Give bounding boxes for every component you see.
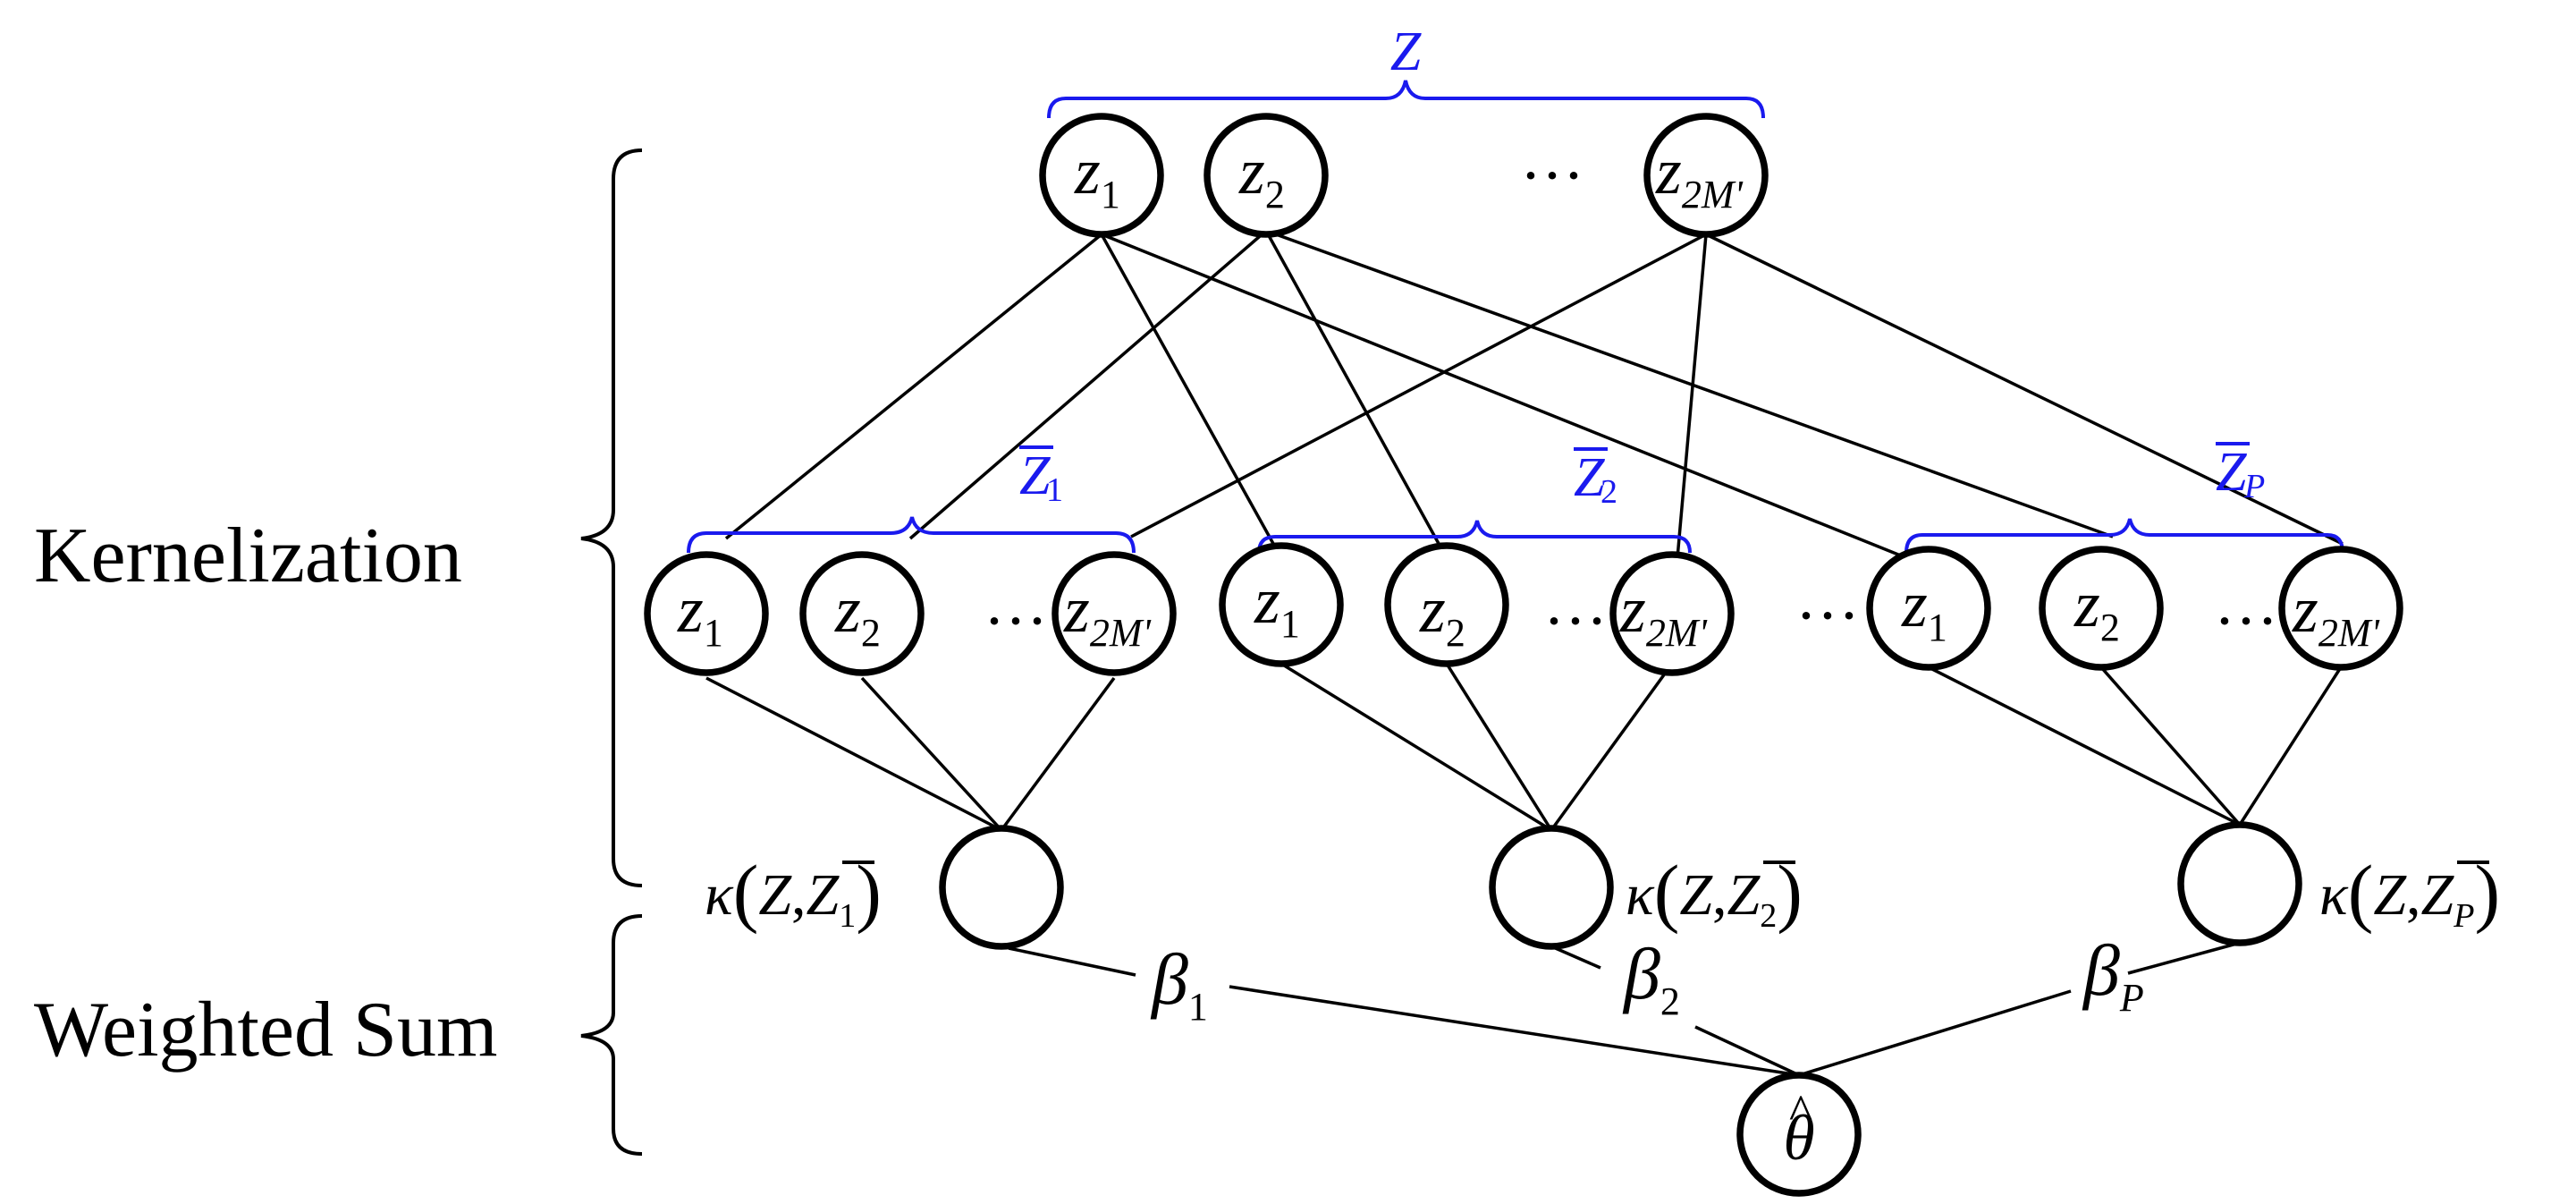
kernel-to-output-edges bbox=[1008, 941, 2241, 1077]
gp-node-1-label: z1 bbox=[1901, 568, 1947, 649]
output-theta-label: θ bbox=[1783, 1102, 1814, 1174]
gp-node-2m-label: z2M' bbox=[2292, 573, 2380, 655]
kernel-node-p bbox=[2177, 821, 2302, 946]
top-layer-nodes bbox=[1039, 113, 1769, 238]
top-node-2m-label: z2M' bbox=[1655, 135, 1744, 216]
brace-group-p bbox=[1905, 518, 2344, 554]
svg-text:P: P bbox=[2243, 468, 2265, 505]
g2-node-2 bbox=[1384, 542, 1509, 667]
svg-text:Z: Z bbox=[1574, 447, 1605, 508]
g1-node-2m bbox=[1052, 551, 1177, 676]
output-node bbox=[1736, 1072, 1862, 1197]
kernel-node-1 bbox=[939, 825, 1064, 950]
svg-text:2: 2 bbox=[1600, 473, 1617, 511]
brace-top-z bbox=[1047, 80, 1765, 119]
kernelization-label: Kernelization bbox=[34, 513, 462, 599]
middle-ellipses: ··· ··· ··· ··· bbox=[984, 580, 2278, 657]
top-node-1-label: z1 bbox=[1074, 135, 1120, 216]
kernel-p-label: κ(Z,ZP) bbox=[2319, 849, 2500, 935]
top-node-1 bbox=[1039, 113, 1164, 238]
brace-kernelization bbox=[580, 148, 643, 887]
kernel-2-label: κ(Z,Z2) bbox=[1626, 849, 1803, 935]
g1-ellipsis: ··· bbox=[984, 585, 1048, 657]
svg-text:κ(Z,Z1): κ(Z,Z1) bbox=[705, 849, 882, 935]
middle-layer-nodes bbox=[644, 542, 2403, 676]
svg-text:κ(Z,ZP): κ(Z,ZP) bbox=[2319, 849, 2500, 935]
gp-node-2 bbox=[2039, 546, 2164, 671]
brace-weighted-sum bbox=[580, 914, 643, 1156]
g2-ellipsis: ··· bbox=[1543, 585, 1608, 657]
gap-ellipsis: ··· bbox=[1795, 580, 1860, 651]
svg-text:1: 1 bbox=[1046, 471, 1063, 509]
middle-node-labels: z1 z2 z2M' z1 z2 z2M' z1 z2 z2M' bbox=[677, 564, 2380, 655]
g2-node-1 bbox=[1219, 542, 1344, 667]
group-p-brace-label: Z P bbox=[2216, 442, 2265, 505]
weight-labels: β1 β2 βP bbox=[1150, 929, 2144, 1029]
top-node-2-label: z2 bbox=[1238, 135, 1285, 216]
g1-node-2-label: z2 bbox=[834, 573, 881, 655]
top-brace-label: Z bbox=[1390, 21, 1422, 82]
g2-node-2m-label: z2M' bbox=[1619, 573, 1708, 655]
svg-text:Z: Z bbox=[2216, 442, 2247, 503]
beta-2-label: β2 bbox=[1622, 933, 1680, 1023]
left-braces bbox=[580, 148, 643, 1156]
gp-node-1 bbox=[1866, 546, 1991, 671]
group-2-brace-label: Z 2 bbox=[1574, 447, 1617, 511]
gp-node-2m bbox=[2278, 546, 2403, 671]
gp-ellipsis: ··· bbox=[2214, 585, 2278, 657]
g1-node-1-label: z1 bbox=[677, 573, 723, 655]
top-node-2m bbox=[1643, 113, 1769, 238]
beta-1-label: β1 bbox=[1150, 938, 1208, 1029]
weighted-sum-label: Weighted Sum bbox=[34, 987, 497, 1073]
kernel-labels: κ(Z,Z1) κ(Z,Z2) κ(Z,ZP) bbox=[705, 849, 2500, 935]
brace-group-2 bbox=[1257, 520, 1692, 554]
top-node-labels: z1 z2 z2M' bbox=[1074, 135, 1744, 216]
middle-to-kernel-edges bbox=[705, 662, 2343, 832]
g1-node-1 bbox=[644, 551, 769, 676]
g1-node-2 bbox=[799, 551, 925, 676]
brace-group-1 bbox=[687, 516, 1136, 554]
g2-node-2-label: z2 bbox=[1419, 573, 1465, 655]
kernel-nodes bbox=[939, 821, 2302, 950]
kernel-node-2 bbox=[1489, 825, 1614, 950]
blue-braces bbox=[687, 80, 2344, 554]
top-node-2 bbox=[1204, 113, 1329, 238]
beta-p-label: βP bbox=[2082, 929, 2144, 1020]
group-1-brace-label: Z 1 bbox=[1019, 445, 1063, 509]
svg-text:Z: Z bbox=[1019, 445, 1051, 506]
g2-node-1-label: z1 bbox=[1254, 564, 1300, 646]
top-to-middle-edges bbox=[724, 229, 2344, 560]
g1-node-2m-label: z2M' bbox=[1063, 573, 1152, 655]
output-hat: ^ bbox=[1789, 1085, 1812, 1140]
group-brace-labels: Z 1 Z 2 Z P bbox=[1019, 442, 2265, 511]
gp-node-2-label: z2 bbox=[2073, 568, 2120, 649]
top-ellipsis: ··· bbox=[1520, 140, 1584, 211]
g2-node-2m bbox=[1609, 551, 1735, 676]
kernel-1-label: κ(Z,Z1) bbox=[705, 849, 882, 935]
